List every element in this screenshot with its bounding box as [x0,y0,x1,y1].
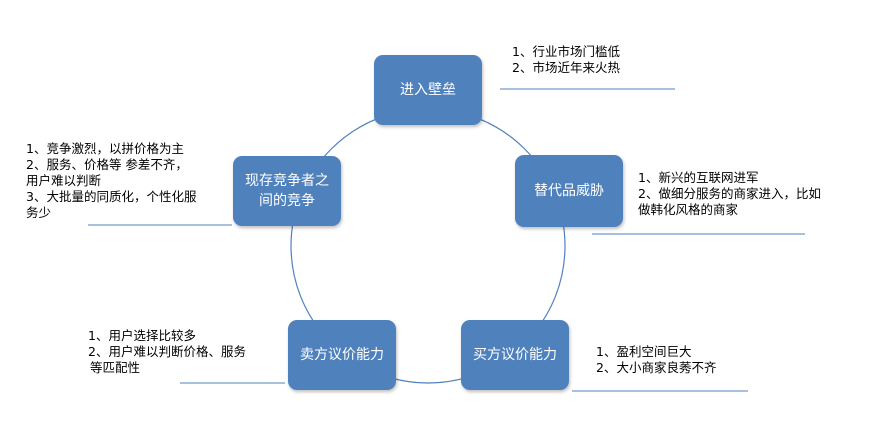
note-line: 3、大批量的同质化，个性化服 [26,189,197,204]
node-entry-barriers: 进入壁垒 [374,55,482,125]
note-line: 2、大小商家良莠不齐 [596,360,717,375]
note-line: 做韩化风格的商家 [638,202,739,217]
note-line: 2、市场近年来火热 [512,60,620,75]
node-substitute-threat: 替代品威胁 [515,155,623,227]
node-rivalry: 现存竞争者之间的竞争 [233,156,341,226]
note-line: 2、做细分服务的商家进入，比如 [638,186,821,201]
note-line: 2、用户难以判断价格、服务 [88,344,246,359]
node-seller-power: 卖方议价能力 [288,320,396,390]
note-line: 1、行业市场门槛低 [512,44,620,59]
note-line: 务少 [26,205,52,220]
note-line: 1、竞争激烈，以拼价格为主 [26,141,184,156]
note-line: 用户难以判断 [26,173,102,188]
note-line: 等匹配性 [90,360,141,375]
note-rivalry: 1、竞争激烈，以拼价格为主 2、服务、价格等 参差不齐， 用户难以判断 3、大批… [26,141,196,221]
note-buyer-power: 1、盈利空间巨大 2、大小商家良莠不齐 [596,344,716,376]
note-line: 1、新兴的互联网进军 [638,170,759,185]
note-seller-power: 1、用户选择比较多 2、用户难以判断价格、服务 等匹配性 [88,328,246,376]
note-entry-barriers: 1、行业市场门槛低 2、市场近年来火热 [512,44,620,76]
note-line: 2、服务、价格等 参差不齐， [26,157,188,172]
note-substitute-threat: 1、新兴的互联网进军 2、做细分服务的商家进入，比如 做韩化风格的商家 [638,170,821,218]
note-line: 1、用户选择比较多 [88,328,196,343]
note-line: 1、盈利空间巨大 [596,344,692,359]
node-buyer-power: 买方议价能力 [461,320,569,390]
